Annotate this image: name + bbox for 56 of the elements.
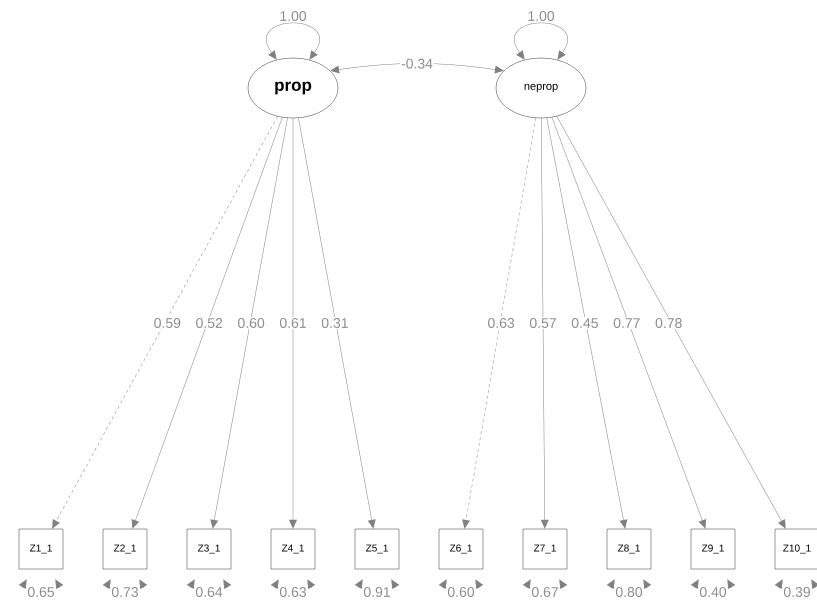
edge-label: 0.39 <box>782 586 812 598</box>
indicator-box: Z9_1 <box>690 528 736 570</box>
loading-arrow <box>540 118 549 528</box>
edge-label: 0.73 <box>110 586 140 598</box>
variance-arrow <box>18 579 64 589</box>
indicator-box: Z7_1 <box>522 528 568 570</box>
edge-label: 1.00 <box>526 10 556 22</box>
indicator-box: Z2_1 <box>102 528 148 570</box>
loading-arrow <box>289 118 297 528</box>
variance-arrow <box>522 579 568 589</box>
edge-label: 0.45 <box>570 317 600 329</box>
loading-arrow <box>462 118 536 528</box>
variance-arrow <box>514 22 568 60</box>
variance-arrow <box>774 579 817 589</box>
variance-arrow <box>186 579 232 589</box>
edge-label: 0.91 <box>362 586 392 598</box>
edge-label: 0.64 <box>194 586 224 598</box>
variance-arrow <box>270 579 316 589</box>
edge-label: 0.78 <box>654 317 684 329</box>
loading-arrow <box>52 116 278 529</box>
edge-label: 0.77 <box>612 317 642 329</box>
loading-arrow <box>132 117 283 528</box>
covariance-arrow <box>330 63 504 74</box>
variance-arrow <box>438 579 484 589</box>
indicator-box: Z3_1 <box>186 528 232 570</box>
indicator-box: Z10_1 <box>774 528 817 570</box>
variance-arrow <box>354 579 400 589</box>
loading-arrow <box>546 118 628 528</box>
indicator-box: Z8_1 <box>606 528 652 570</box>
edge-label: 0.57 <box>528 317 558 329</box>
edge-label: 0.63 <box>278 586 308 598</box>
edge-label: 0.31 <box>320 317 350 329</box>
loading-arrow <box>552 117 706 528</box>
indicator-box: Z5_1 <box>354 528 400 570</box>
edge-label: 0.59 <box>152 317 182 329</box>
variance-arrow <box>102 579 148 589</box>
loading-arrow <box>210 118 288 528</box>
edge-label: 0.80 <box>614 586 644 598</box>
edge-label: 0.63 <box>486 317 516 329</box>
indicator-box: Z4_1 <box>270 528 316 570</box>
variance-arrow <box>606 579 652 589</box>
edge-label: 0.60 <box>236 317 266 329</box>
indicator-box: Z6_1 <box>438 528 484 570</box>
variance-arrow <box>266 22 320 60</box>
edge-label: 0.60 <box>446 586 476 598</box>
indicator-box: Z1_1 <box>18 528 64 570</box>
loading-arrow <box>556 116 786 529</box>
edge-label: 0.67 <box>530 586 560 598</box>
variance-arrow <box>690 579 736 589</box>
edge-label: 0.52 <box>194 317 224 329</box>
loading-arrow <box>298 118 376 528</box>
edge-label: 0.40 <box>698 586 728 598</box>
edge-label: -0.34 <box>400 58 434 70</box>
edge-label: 0.61 <box>278 317 308 329</box>
edge-label: 1.00 <box>278 10 308 22</box>
edge-label: 0.65 <box>26 586 56 598</box>
